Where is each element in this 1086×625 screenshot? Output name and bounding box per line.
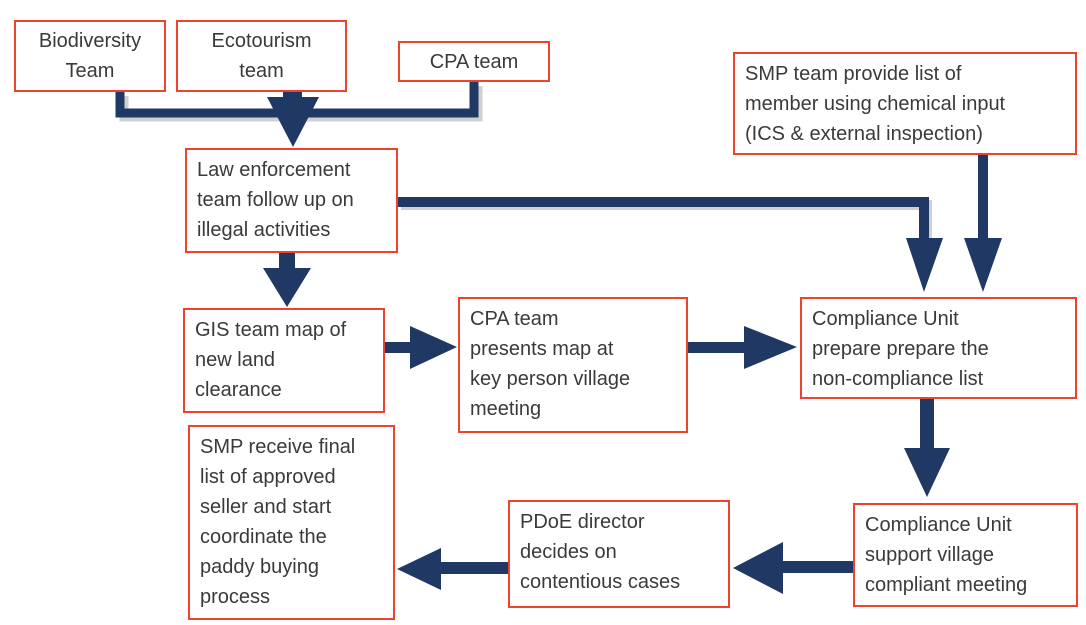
pdoe-to-smp-head-icon [397,548,441,590]
node-cpa-team: CPA team [398,41,550,82]
law-to-gis-shaft [279,253,295,270]
support-to-pdoe-head-icon [733,542,783,594]
merge-arrow-head-icon [267,97,319,147]
law-to-gis-head-icon [263,268,311,307]
merge-arrow-stem [283,92,302,100]
gis-to-cpa-head-icon [410,326,457,369]
pdoe-to-smp-shaft [437,562,508,574]
smp-to-compliance-head-icon [964,238,1002,292]
prepare-to-support-shaft [920,399,934,451]
law-to-compliance-head-icon [906,238,943,292]
cpa-to-compliance-shaft [688,342,748,353]
gis-to-cpa-shaft [385,342,413,353]
cpa-to-compliance-head-icon [744,326,797,369]
law-to-compliance-shadow [401,200,932,243]
support-to-pdoe-shaft [779,561,853,573]
law-to-compliance-line [398,197,929,240]
prepare-to-support-head-icon [904,448,950,497]
